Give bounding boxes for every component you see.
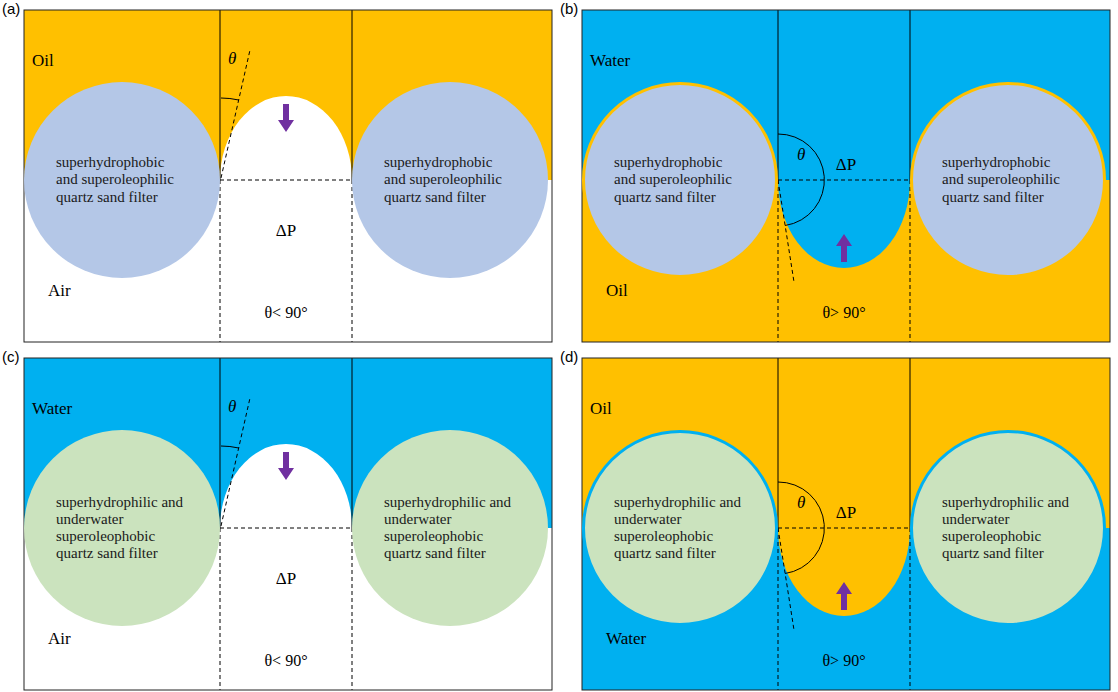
pore-wall-line bbox=[910, 528, 911, 690]
pore-wall-line bbox=[778, 358, 779, 528]
panel-drawing bbox=[24, 358, 552, 690]
pore-wall-line bbox=[910, 358, 911, 528]
angle-symbol: θ bbox=[796, 146, 806, 165]
angle-arc bbox=[221, 446, 239, 448]
angle-arc bbox=[778, 482, 824, 574]
grain-circle bbox=[584, 84, 777, 277]
pressure-arrow bbox=[278, 452, 294, 480]
filter-grain: superhydrophilic and underwater superole… bbox=[582, 430, 778, 626]
pore-wall-line bbox=[220, 528, 221, 690]
filter-grain: superhydrophobic and superoleophilic qua… bbox=[24, 82, 220, 278]
medium-label: Water bbox=[30, 400, 74, 419]
pore-wall-line bbox=[778, 10, 779, 180]
meniscus bbox=[778, 528, 910, 616]
pore-wall-line bbox=[352, 10, 353, 180]
panel-label: (b) bbox=[560, 1, 578, 18]
panel-frame bbox=[24, 358, 552, 690]
tangent-line bbox=[778, 180, 794, 282]
angle-symbol: θ bbox=[796, 494, 806, 513]
filter-grain: superhydrophobic and superoleophilic qua… bbox=[352, 82, 548, 278]
pore-wall-line bbox=[220, 358, 221, 528]
filter-grain: superhydrophilic and underwater superole… bbox=[352, 430, 548, 626]
center-line bbox=[220, 528, 352, 529]
angle-symbol: θ bbox=[227, 50, 237, 69]
pressure-arrow bbox=[836, 234, 852, 262]
medium-label: Air bbox=[46, 282, 73, 301]
angle-condition: θ< 90° bbox=[262, 652, 309, 670]
panel-drawing bbox=[582, 10, 1110, 342]
panel-drawing bbox=[582, 358, 1110, 690]
panel-drawing bbox=[24, 10, 552, 342]
pressure-label: ΔP bbox=[274, 570, 298, 589]
filter-grain: superhydrophobic and superoleophilic qua… bbox=[582, 82, 778, 278]
pore-wall-line bbox=[778, 180, 779, 342]
pressure-arrow bbox=[278, 104, 294, 132]
pressure-label: ΔP bbox=[834, 156, 858, 175]
pressure-arrow bbox=[836, 582, 852, 610]
filter-grain: superhydrophilic and underwater superole… bbox=[24, 430, 220, 626]
filter-grain: superhydrophilic and underwater superole… bbox=[910, 430, 1106, 626]
grain-label: superhydrophobic and superoleophilic qua… bbox=[614, 154, 746, 206]
panel-frame bbox=[582, 10, 1110, 342]
center-line bbox=[778, 180, 910, 181]
grain-label: superhydrophobic and superoleophilic qua… bbox=[384, 154, 516, 206]
angle-condition: θ> 90° bbox=[820, 652, 867, 670]
medium-label: Water bbox=[604, 630, 648, 649]
medium-label: Oil bbox=[604, 282, 630, 301]
angle-arc bbox=[778, 134, 824, 226]
meniscus bbox=[778, 180, 910, 268]
grain-circle bbox=[352, 430, 548, 626]
angle-condition: θ< 90° bbox=[262, 304, 309, 322]
center-line bbox=[220, 180, 352, 181]
panel-frame bbox=[582, 358, 1110, 690]
grain-label: superhydrophilic and underwater superole… bbox=[614, 494, 746, 563]
grain-circle bbox=[912, 84, 1105, 277]
pore-wall-line bbox=[220, 10, 221, 180]
grain-label: superhydrophobic and superoleophilic qua… bbox=[56, 154, 188, 206]
pore-wall-line bbox=[352, 358, 353, 528]
angle-arc bbox=[221, 98, 239, 100]
tangent-line bbox=[221, 50, 250, 178]
medium-label: Oil bbox=[30, 52, 56, 71]
grain-label: superhydrophobic and superoleophilic qua… bbox=[942, 154, 1074, 206]
pore-wall-line bbox=[352, 528, 353, 690]
center-line bbox=[778, 528, 910, 529]
pore-wall-line bbox=[910, 10, 911, 180]
pore-wall-line bbox=[352, 180, 353, 342]
filter-grain: superhydrophobic and superoleophilic qua… bbox=[910, 82, 1106, 278]
grain-label: superhydrophilic and underwater superole… bbox=[384, 494, 516, 563]
grain-label: superhydrophilic and underwater superole… bbox=[942, 494, 1074, 563]
pore-wall-line bbox=[778, 528, 779, 690]
medium-label: Air bbox=[46, 630, 73, 649]
grain-circle bbox=[24, 430, 220, 626]
panel-frame bbox=[24, 10, 552, 342]
medium-label: Oil bbox=[588, 400, 614, 419]
grain-circle bbox=[584, 432, 777, 625]
pore-wall-line bbox=[220, 180, 221, 342]
meniscus bbox=[220, 96, 352, 180]
tangent-line bbox=[221, 398, 250, 526]
panel-label: (d) bbox=[560, 349, 578, 366]
panel-label: (c) bbox=[2, 349, 20, 366]
grain-circle bbox=[912, 432, 1105, 625]
grain-circle bbox=[24, 82, 220, 278]
grain-label: superhydrophilic and underwater superole… bbox=[56, 494, 188, 563]
panel-label: (a) bbox=[2, 1, 20, 18]
tangent-line bbox=[778, 528, 794, 630]
angle-symbol: θ bbox=[227, 398, 237, 417]
angle-condition: θ> 90° bbox=[820, 304, 867, 322]
medium-label: Water bbox=[588, 52, 632, 71]
meniscus bbox=[220, 444, 352, 528]
grain-circle bbox=[352, 82, 548, 278]
pressure-label: ΔP bbox=[834, 504, 858, 523]
pressure-label: ΔP bbox=[274, 222, 298, 241]
pore-wall-line bbox=[910, 180, 911, 342]
